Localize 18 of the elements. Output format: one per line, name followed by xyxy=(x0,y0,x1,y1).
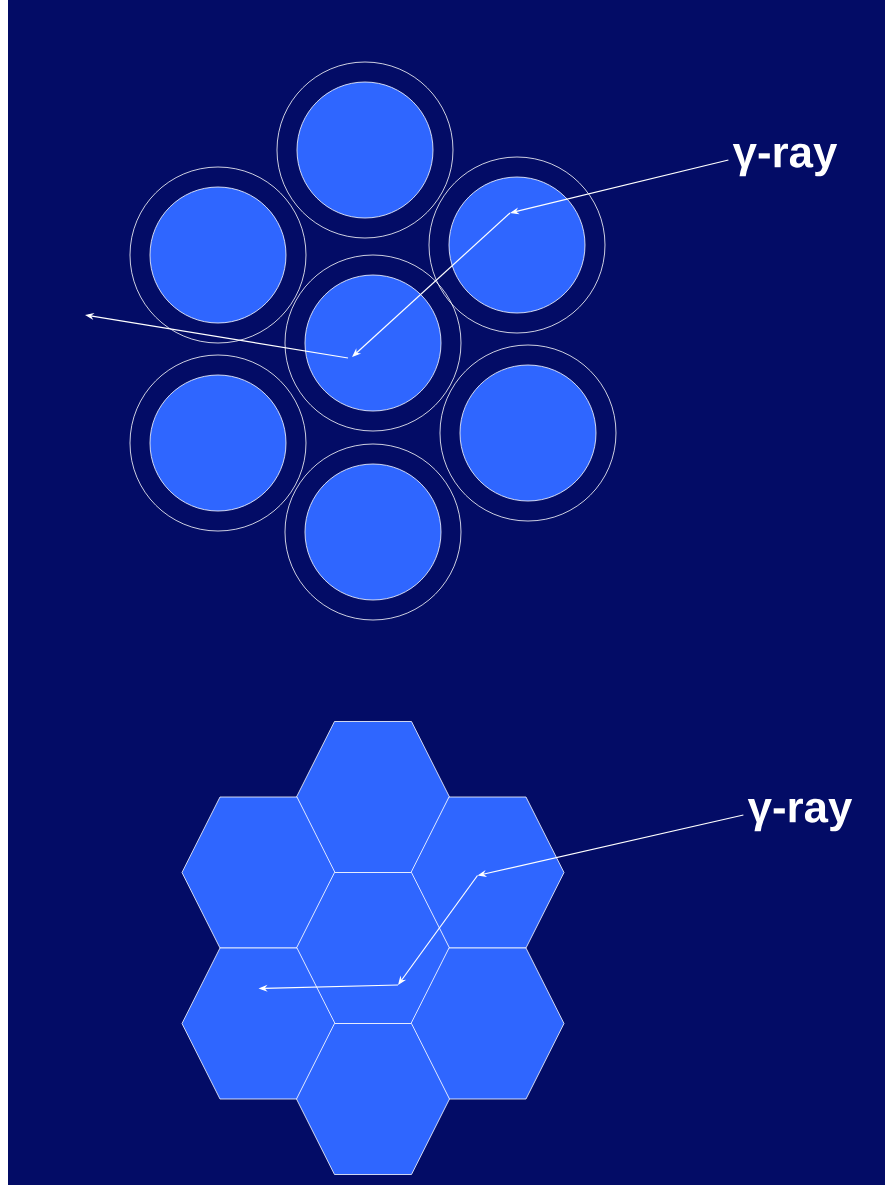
detector-circle xyxy=(284,443,462,621)
detector-circle xyxy=(276,61,454,239)
label-text: γ-ray xyxy=(747,798,853,832)
detector-hexagon xyxy=(181,796,336,949)
detector-hexagon xyxy=(296,872,450,1024)
label-text: γ-ray xyxy=(732,143,838,177)
detector-circle xyxy=(284,254,462,432)
detector-hexagon xyxy=(410,796,565,949)
detector-circle xyxy=(439,344,617,522)
detector-hexagon xyxy=(181,947,336,1100)
detector-hexagon xyxy=(410,947,565,1100)
detector-circle xyxy=(129,166,307,344)
arrow xyxy=(352,212,511,357)
detector-circle xyxy=(428,156,606,334)
detector-circle xyxy=(129,354,307,532)
detector-hexagon xyxy=(296,1023,450,1175)
detector-hexagon xyxy=(296,721,450,873)
arrow xyxy=(398,874,479,985)
